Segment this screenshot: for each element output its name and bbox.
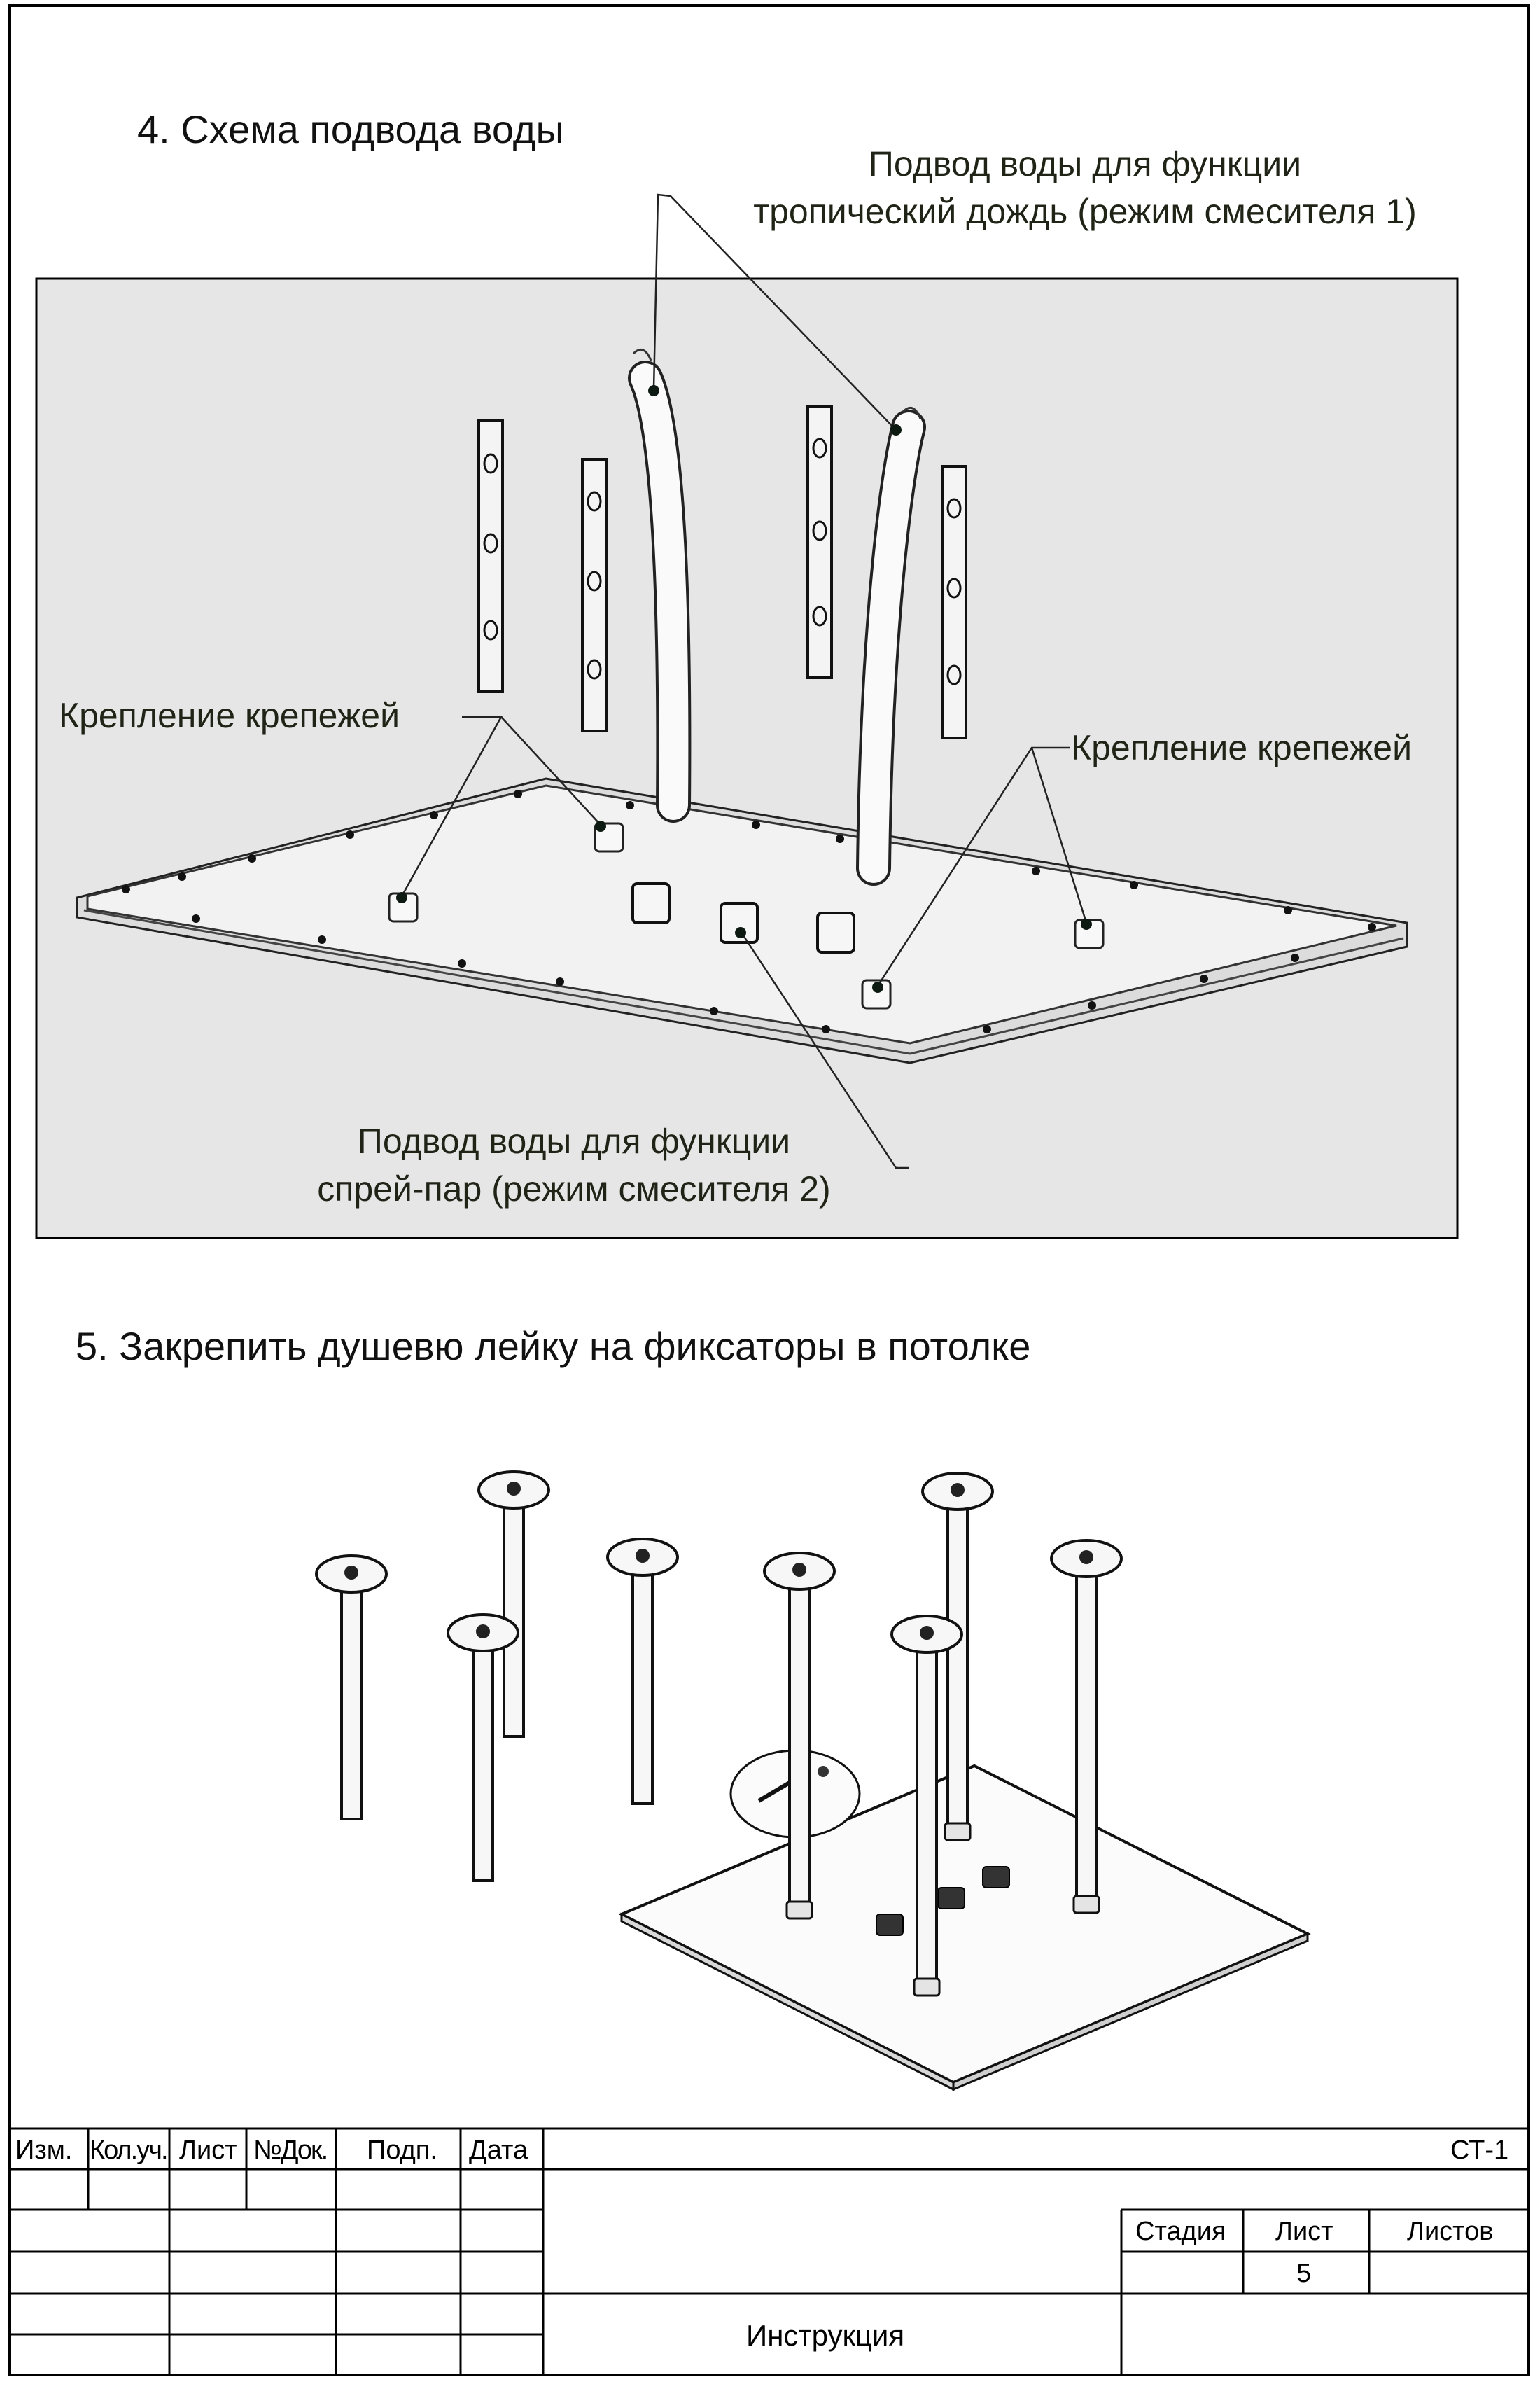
stage-label: Стадия <box>1135 2217 1226 2246</box>
callout-mount-right: Крепление крепежей <box>1071 728 1413 767</box>
sheet-label: Лист <box>1275 2217 1334 2246</box>
callout-rain-shower: Подвод воды для функции тропический дожд… <box>693 140 1477 235</box>
callout-spray-line1: Подвод воды для функции <box>357 1122 791 1161</box>
col-izm: Изм. <box>15 2136 73 2165</box>
col-data: Дата <box>469 2136 528 2165</box>
mounting-rails <box>477 405 967 739</box>
diagram-panel <box>35 277 1459 1239</box>
supply-hoses <box>628 348 926 886</box>
sheets-label: Листов <box>1407 2217 1494 2246</box>
col-podp: Подп. <box>367 2136 438 2165</box>
leader-lines <box>400 193 1088 1169</box>
doc-code: СТ-1 <box>1450 2136 1509 2165</box>
callout-mount-left: Крепление крепежей <box>59 696 400 735</box>
sheet-value: 5 <box>1296 2259 1312 2288</box>
callout-rain-line2: тропический дождь (режим смесителя 1) <box>753 192 1417 231</box>
shower-plate <box>76 777 1408 1064</box>
col-list: Лист <box>179 2136 237 2165</box>
callout-spray-line2: спрей-пар (режим смесителя 2) <box>317 1169 831 1209</box>
section-5-heading: 5. Закрепить душевю лейку на фиксаторы в… <box>76 1324 1031 1368</box>
col-kol-uch: Кол.уч. <box>90 2136 169 2165</box>
callout-rain-line1: Подвод воды для функции <box>868 144 1302 183</box>
page-frame <box>8 4 1530 2376</box>
doc-title: Инструкция <box>746 2319 905 2352</box>
section-4-heading: 4. Схема подвода воды <box>137 107 564 151</box>
callout-spray: Подвод воды для функции спрей-пар (режим… <box>238 1117 910 1213</box>
col-n-dok: №Док. <box>253 2136 328 2165</box>
